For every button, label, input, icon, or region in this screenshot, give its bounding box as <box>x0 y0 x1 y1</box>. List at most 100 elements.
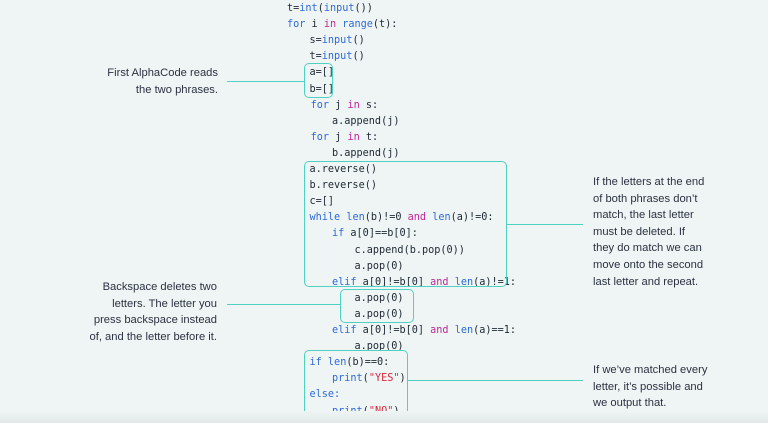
code-token-kw: elif <box>332 325 357 336</box>
code-token-kw: elif <box>332 276 357 288</box>
code-token: ) <box>399 373 406 385</box>
code-token-fn: len <box>432 212 451 224</box>
code-token: b.append(j) <box>332 147 400 159</box>
code-token-kw: while <box>309 212 341 224</box>
code-line: b.append(j) <box>332 146 399 162</box>
code-token-fn: len <box>454 276 474 288</box>
code-token-op: in <box>323 19 337 31</box>
code-line: else: <box>310 387 341 403</box>
code-line: c.append(b.pop(0)) <box>355 243 465 259</box>
code-line: c=[] <box>310 194 335 210</box>
code-token-kw: for <box>310 99 330 111</box>
code-line: if len(b)==0: <box>310 355 390 371</box>
code-line: if a[0]==b[0]: <box>332 226 418 242</box>
code-token: a=[] <box>309 67 335 79</box>
code-token: c=[] <box>309 196 335 208</box>
connector-read-phrases <box>227 81 304 83</box>
code-line: t=int(input()) <box>287 1 373 17</box>
code-line: a=[] <box>310 65 335 81</box>
code-token: (b)==0: <box>346 357 390 369</box>
code-line: b=[] <box>310 82 335 98</box>
annotation-read-phrases: First AlphaCode reads the two phrases. <box>107 67 218 96</box>
code-token-fn: len <box>454 325 474 336</box>
code-line: a.reverse() <box>310 162 377 178</box>
connector-backspace <box>227 304 340 306</box>
code-line: for i in range(t): <box>287 17 397 33</box>
code-line: b.reverse() <box>310 178 377 194</box>
highlight-read-phrases <box>304 63 333 98</box>
code-line: s=input() <box>310 33 365 49</box>
annotation-output: If we’ve matched every letter, it’s poss… <box>593 364 708 410</box>
code-token: (t): <box>372 19 398 31</box>
code-token-kw: for <box>310 131 330 143</box>
code-line: print("YES") <box>332 371 406 387</box>
code-line: elif a[0]!=b[0] and len(a)!=1: <box>332 275 516 291</box>
code-line: a.pop(0) <box>355 291 404 307</box>
code-token-kw: else: <box>309 389 341 401</box>
code-token-fn: len <box>346 212 365 224</box>
code-line: a.pop(0) <box>355 259 404 275</box>
code-token: i <box>305 19 324 31</box>
code-token: a.reverse() <box>309 164 377 175</box>
code-token: j <box>329 131 348 143</box>
code-token-fn: input <box>321 51 353 63</box>
code-token-fn: print <box>332 373 363 385</box>
code-token: ( <box>317 3 324 14</box>
annotation-matching: If the letters at the end of both phrase… <box>593 176 705 288</box>
code-token-fn: len <box>327 357 347 369</box>
code-token: t: <box>359 131 379 143</box>
code-line: a.pop(0) <box>355 339 404 355</box>
code-token: a.append(j) <box>332 115 400 127</box>
code-token: b=[] <box>309 83 335 95</box>
code-token: c.append(b.pop(0)) <box>354 244 465 256</box>
highlight-output <box>304 350 408 417</box>
code-token-str: "YES" <box>368 373 400 385</box>
highlight-matching-loop <box>304 161 507 287</box>
code-token: (a)!=0: <box>450 212 494 224</box>
code-token: t= <box>287 3 300 14</box>
code-line: t=input() <box>310 49 365 65</box>
code-token-fn: input <box>321 35 353 47</box>
code-token-fn: int <box>299 3 318 14</box>
code-token: s= <box>309 35 322 47</box>
code-token: a.pop(0) <box>354 308 404 320</box>
code-token-op: and <box>407 212 427 224</box>
code-line: while len(b)!=0 and len(a)!=0: <box>310 210 494 226</box>
bottom-fade <box>0 411 768 423</box>
code-token-fn: range <box>342 19 373 31</box>
code-line: elif a[0]!=b[0] and len(a)==1: <box>332 323 516 339</box>
code-token-kw: if <box>309 357 322 369</box>
code-token: a[0]!=b[0] <box>356 325 431 336</box>
code-token: a.pop(0) <box>354 260 404 272</box>
code-token-op: in <box>347 99 360 111</box>
code-token: (a)==1: <box>473 325 517 336</box>
code-token-kw: for <box>287 19 306 31</box>
code-token: a[0]==b[0]: <box>344 228 418 240</box>
code-token-kw: if <box>332 228 345 240</box>
code-token: ( <box>362 373 369 385</box>
code-token: ()) <box>354 3 373 14</box>
code-token: t= <box>309 51 322 63</box>
code-token: () <box>352 35 365 47</box>
code-line: a.append(j) <box>332 114 399 130</box>
code-token: j <box>329 99 348 111</box>
annotation-backspace: Backspace deletes two letters. The lette… <box>89 281 218 343</box>
code-token-op: and <box>430 276 449 288</box>
code-token: () <box>352 51 365 63</box>
connector-output <box>408 380 583 382</box>
code-token: (b)!=0 <box>364 212 408 224</box>
code-token: (a)!=1: <box>473 276 517 288</box>
code-token: b.reverse() <box>309 180 377 192</box>
code-token-fn: input <box>323 3 355 14</box>
code-token: s: <box>359 99 379 111</box>
code-token: a.pop(0) <box>354 341 404 353</box>
code-line: a.pop(0) <box>355 307 404 323</box>
code-token-op: in <box>347 131 360 143</box>
code-token: a[0]!=b[0] <box>356 276 431 288</box>
code-line: for j in s: <box>311 98 379 114</box>
code-token: a.pop(0) <box>354 292 404 304</box>
code-token-op: and <box>430 325 449 336</box>
connector-matching <box>507 224 583 226</box>
highlight-backspace <box>340 289 414 323</box>
code-line: for j in t: <box>311 130 379 146</box>
